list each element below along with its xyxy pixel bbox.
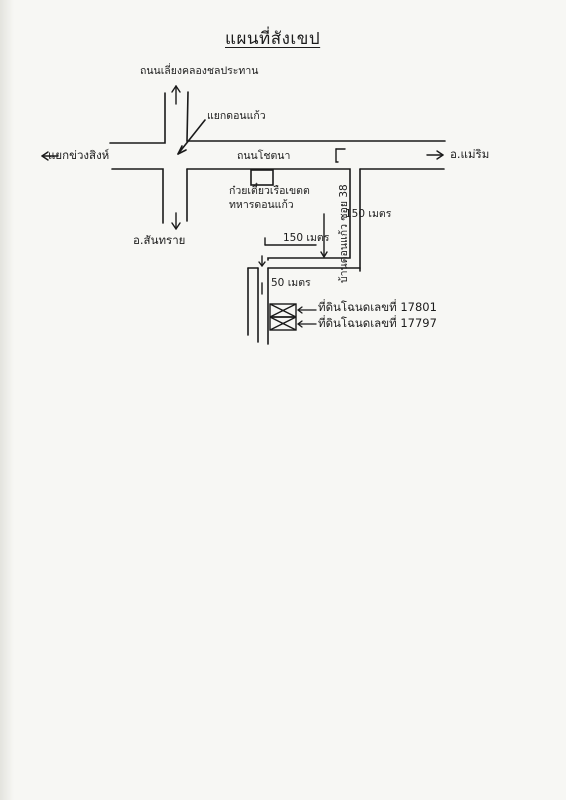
south-destination-label: อ.สันทราย <box>133 233 186 247</box>
landmark-label-line2: ทหารดอนแก้ว <box>229 199 294 211</box>
plot-2-label: ที่ดินโฉนดเลขที่ 17797 <box>318 316 437 330</box>
landmark-label-line1: ก๋วยเตี๋ยวเรือเขตต <box>229 185 310 197</box>
junction-label: แยกดอนแก้ว <box>207 110 266 122</box>
junction-pointer-head <box>177 145 187 155</box>
plot-1-label: ที่ดินโฉนดเลขที่ 17801 <box>318 300 437 314</box>
arrow-east-icon <box>426 150 444 160</box>
distance-branch-label: 150 เมตร <box>283 232 330 244</box>
distance-soi-label: 150 เมตร <box>345 208 392 220</box>
south-road-left-edge <box>111 168 164 224</box>
land-plots <box>269 303 297 331</box>
arrow-north-icon <box>171 85 181 105</box>
soi-label: บ้านดอนแก้ว ซอย 38 <box>338 184 350 283</box>
main-road-lower-edge-west <box>186 168 351 261</box>
north-road-label: ถนนเลี่ยงคลองชลประทาน <box>140 65 259 77</box>
west-destination-label: แยกข่วงสิงห์ <box>48 148 110 162</box>
arrow-west-icon <box>41 151 59 161</box>
arrow-soi-icon <box>335 148 346 163</box>
plot-2-pointer <box>297 320 317 328</box>
north-road-left-edge <box>109 92 166 144</box>
arrow-lane-icon <box>258 255 266 267</box>
junction-pointer <box>177 119 206 155</box>
arrow-dist-150-icon <box>320 213 328 259</box>
landmark-building <box>250 169 274 186</box>
plot-1-pointer <box>297 306 317 314</box>
arrow-south-icon <box>171 212 181 230</box>
north-road-right-edge <box>186 91 446 142</box>
east-destination-label: อ.แม่ริม <box>450 147 490 161</box>
main-road-label: ถนนโชตนา <box>237 150 291 162</box>
map-title-text: แผนที่สังเขป <box>225 29 321 49</box>
distance-lane-label: 50 เมตร <box>271 277 311 289</box>
arrow-dist-branch-icon <box>264 237 317 246</box>
